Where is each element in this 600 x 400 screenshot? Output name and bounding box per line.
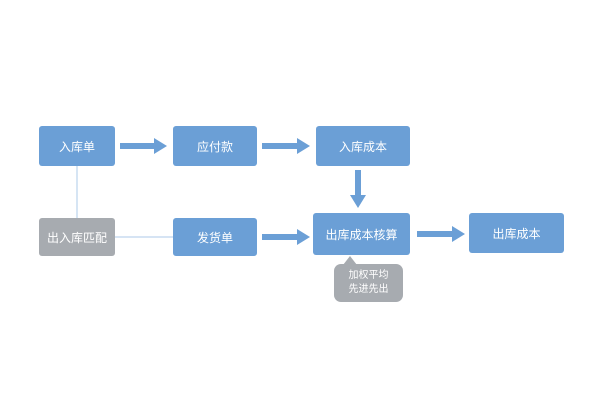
callout-line-2: 先进先出 bbox=[348, 284, 389, 295]
callout-tail bbox=[343, 256, 357, 265]
node-outbound-cost-label: 出库成本 bbox=[492, 226, 541, 241]
node-inbound-cost: 入库成本 bbox=[316, 126, 410, 166]
callout-line-1: 加权平均 bbox=[348, 270, 389, 281]
node-outbound-cost-accounting-label: 出库成本核算 bbox=[325, 227, 398, 242]
node-accounts-payable: 应付款 bbox=[173, 126, 257, 166]
node-delivery-doc-label: 发货单 bbox=[196, 230, 233, 245]
arrow-payable-to-inbound-cost bbox=[262, 138, 310, 154]
arrow-inbound-to-payable bbox=[120, 138, 167, 154]
node-accounts-payable-label: 应付款 bbox=[196, 139, 233, 154]
node-outbound-cost: 出库成本 bbox=[469, 213, 564, 253]
arrow-accounting-to-outbound-cost bbox=[417, 226, 465, 242]
arrow-inbound-cost-to-accounting bbox=[350, 170, 366, 208]
node-inbound-doc: 入库单 bbox=[39, 126, 115, 166]
node-io-match: 出入库匹配 bbox=[39, 218, 115, 256]
node-inbound-doc-label: 入库单 bbox=[58, 139, 95, 154]
node-inbound-cost-label: 入库成本 bbox=[338, 139, 387, 154]
arrow-delivery-to-accounting bbox=[262, 229, 310, 245]
method-callout: 加权平均 先进先出 bbox=[334, 264, 403, 302]
node-delivery-doc: 发货单 bbox=[173, 218, 257, 256]
node-outbound-cost-accounting: 出库成本核算 bbox=[313, 213, 410, 255]
node-io-match-label: 出入库匹配 bbox=[46, 230, 107, 245]
